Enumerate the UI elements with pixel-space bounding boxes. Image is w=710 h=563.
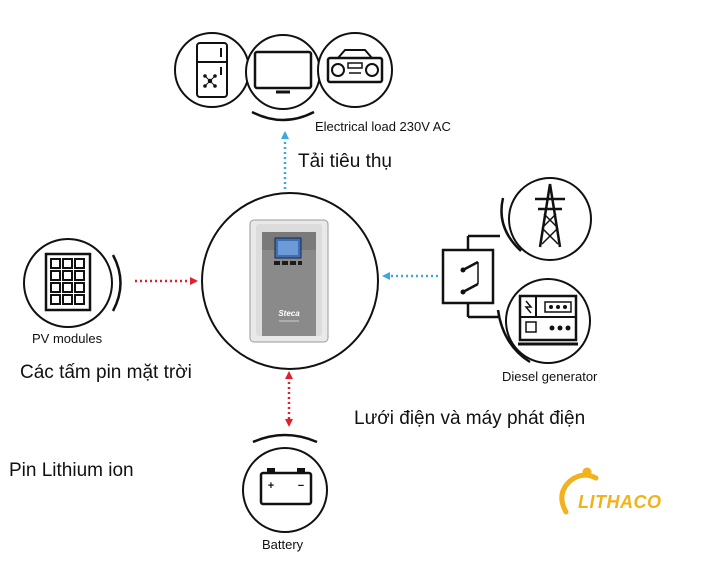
pv-label-en: PV modules: [32, 331, 103, 346]
diesel-generator-icon: [496, 278, 591, 364]
battery-icon: + −: [242, 433, 328, 533]
transfer-switch-icon: [441, 234, 500, 319]
fridge-icon: [174, 32, 250, 108]
tv-icon: [245, 34, 321, 110]
battery-label-en: Battery: [262, 537, 304, 552]
grid-label-vi: Lưới điện và máy phát điện: [354, 408, 586, 429]
battery-plus-sign: +: [268, 480, 274, 492]
pylon-signal-arc: [500, 197, 522, 252]
inverter-icon: Steca: [201, 192, 379, 370]
lithaco-logo-text: LITHACO: [578, 492, 662, 512]
load-label-vi: Tải tiêu thụ: [298, 151, 392, 172]
inverter-brand: Steca: [278, 309, 300, 318]
load-signal-arc: [251, 110, 315, 122]
pv-signal-arc: [111, 254, 122, 312]
load-group: [174, 32, 393, 122]
pylon-icon: [500, 177, 592, 261]
battery-label-vi: Pin Lithium ion: [9, 460, 134, 481]
pv-label-vi: Các tấm pin mặt trời: [20, 362, 192, 383]
solar-panel-icon: [23, 238, 122, 328]
diesel-label-en: Diesel generator: [502, 369, 598, 384]
grid-group: [441, 177, 592, 364]
load-label-en: Electrical load 230V AC: [315, 119, 451, 134]
battery-minus-sign: −: [298, 480, 304, 492]
radio-icon: [317, 32, 393, 108]
battery-signal-arc: [252, 433, 318, 444]
lithaco-logo-icon: [559, 467, 599, 515]
